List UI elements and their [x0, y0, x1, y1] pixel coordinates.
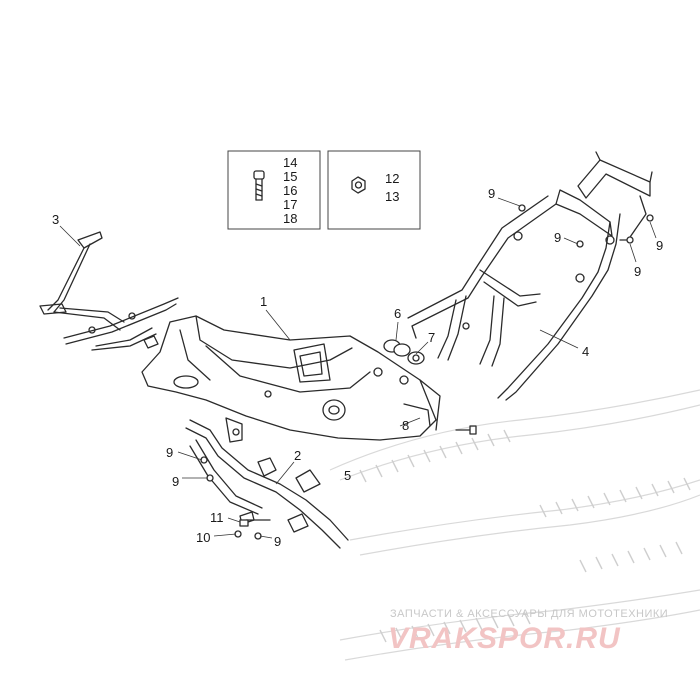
watermark-tagline: ЗАПЧАСТИ & АКСЕССУАРЫ ДЛЯ МОТОТЕХНИКИ — [390, 608, 668, 620]
bolt-icon — [626, 236, 634, 244]
callout-2: 2 — [294, 448, 301, 463]
callout-5: 5 — [344, 468, 351, 483]
callout-9e: 9 — [166, 445, 173, 460]
bolt-icon — [253, 170, 265, 201]
small-bolt-icons — [200, 204, 654, 540]
callout-3: 3 — [52, 212, 59, 227]
bolt-box-label-4: 17 — [283, 197, 297, 212]
callout-6: 6 — [394, 306, 401, 321]
hardware-box-nuts: 12 13 — [327, 150, 421, 230]
watermark-tire-tread — [329, 389, 700, 661]
bolt-icon — [646, 214, 654, 222]
part-front-fairing-bracket — [39, 231, 179, 351]
part-lower-cradle — [185, 419, 349, 549]
part-rear-subframe — [407, 151, 653, 401]
callout-8: 8 — [402, 418, 409, 433]
bolt-box-label-5: 18 — [283, 211, 297, 226]
callout-11: 11 — [210, 510, 224, 525]
callout-9b: 9 — [554, 230, 561, 245]
leader-lines — [59, 197, 657, 539]
callout-9g: 9 — [274, 534, 281, 549]
callout-1: 1 — [260, 294, 267, 309]
bolt-icon — [518, 204, 526, 212]
callouts: 1 2 3 4 5 6 7 8 9 9 9 9 9 9 9 10 11 — [52, 186, 663, 549]
hardware-box-bolts: 14 15 16 17 18 — [227, 150, 321, 230]
part-main-frame — [141, 315, 441, 443]
callout-4: 4 — [582, 344, 589, 359]
callout-9f: 9 — [172, 474, 179, 489]
callout-9a: 9 — [488, 186, 495, 201]
part-bushings — [383, 339, 425, 365]
nut-box-label-2: 13 — [385, 189, 399, 204]
callout-10: 10 — [196, 530, 210, 545]
watermark-brand: VRAKSPOR.RU — [388, 622, 621, 655]
bolt-box-label-1: 14 — [283, 155, 297, 170]
watermark: ЗАПЧАСТИ & АКСЕССУАРЫ ДЛЯ МОТОТЕХНИКИ VR… — [388, 608, 668, 655]
bolt-icon — [455, 425, 477, 435]
bolt-icon — [239, 519, 249, 527]
nut-icon — [351, 176, 366, 194]
callout-9d: 9 — [634, 264, 641, 279]
bolt-box-label-3: 16 — [283, 183, 297, 198]
nut-box-label-1: 12 — [385, 171, 399, 186]
callout-7: 7 — [428, 330, 435, 345]
callout-9c: 9 — [656, 238, 663, 253]
bolt-box-label-2: 15 — [283, 169, 297, 184]
